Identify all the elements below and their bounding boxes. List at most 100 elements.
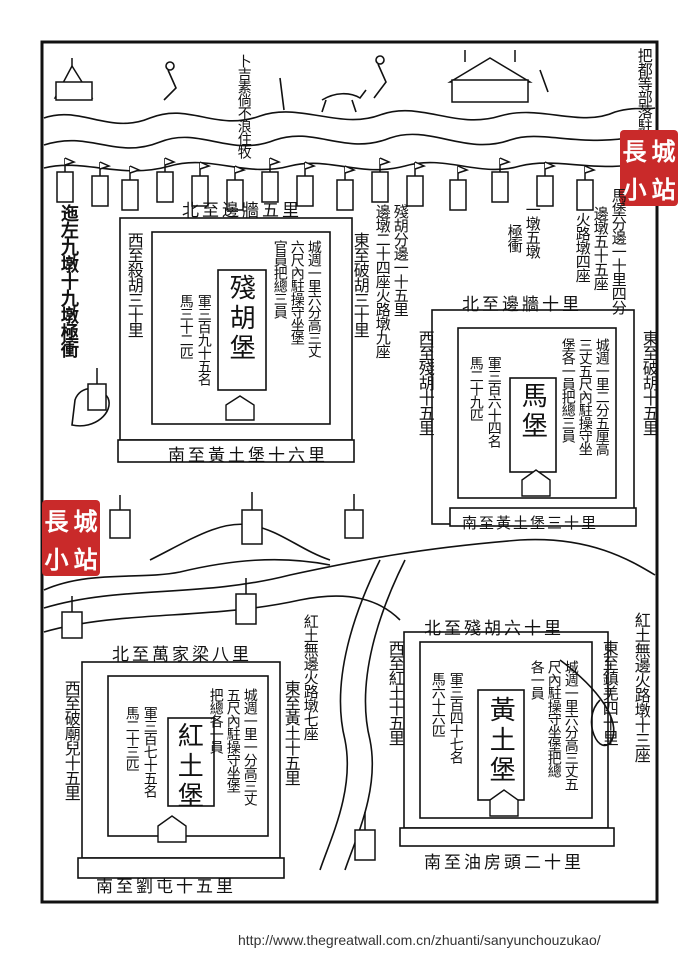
ma-north: 北至邊牆十里 — [462, 295, 582, 315]
hongtu-desc-3: 把總各一員 — [207, 688, 224, 753]
hongtu-east: 東至黃土十五里 — [281, 680, 301, 785]
huangtu-name: 黃土堡 — [485, 696, 516, 786]
ma-side-3: 火路墩四座 — [573, 212, 592, 282]
canhu-side-1: 殘胡分邊一十五里 — [391, 204, 410, 316]
hongtu-side: 紅土無邊火路墩七座 — [301, 614, 320, 740]
fort-hongtu-walls — [77, 661, 285, 879]
huangtu-troops: 軍三百四十七名 — [447, 672, 464, 763]
beacon-tower — [109, 495, 131, 539]
seal-left: 長 城 小 站 — [42, 500, 100, 576]
canhu-south: 南至黃土堡十六里 — [168, 446, 328, 466]
ma-name: 馬堡 — [517, 382, 548, 442]
ma-side-2: 邊墩五十五座 — [591, 206, 610, 290]
beacon-tower — [121, 165, 142, 211]
canhu-north: 北至邊牆五里 — [182, 201, 302, 221]
footer-url[interactable]: http://www.thegreatwall.com.cn/zhuanti/s… — [238, 932, 601, 948]
ma-one-dun-2: 極衝 — [505, 224, 524, 252]
canhu-horses: 馬三十二匹 — [177, 294, 194, 359]
ma-one-dun-1: 一墩五墩 — [523, 202, 542, 258]
seal-char: 站 — [73, 544, 98, 574]
hongtu-name: 紅土堡 — [173, 722, 204, 812]
seal-char: 站 — [651, 174, 676, 204]
ma-desc-2: 三丈五尺內駐操守坐 — [576, 338, 593, 455]
seal-char: 城 — [73, 506, 98, 536]
beacon-tower — [491, 157, 512, 203]
gate-houses — [157, 395, 551, 843]
canhu-desc-1: 城週一里六分高三丈 — [305, 240, 322, 357]
huangtu-desc-3: 各一員 — [528, 660, 545, 699]
beacon-tower — [371, 157, 392, 203]
canhu-name: 殘胡堡 — [225, 274, 256, 364]
beacon-tower — [296, 161, 317, 207]
hongtu-south: 南至劉屯十五里 — [96, 877, 236, 897]
interior-beacons — [61, 368, 376, 861]
beacon-tower — [61, 596, 83, 639]
beacon-tower — [406, 161, 427, 207]
ma-east: 東至破胡十五里 — [639, 330, 659, 435]
beacon-tower — [191, 161, 212, 207]
label-bao-tribe: 把都等部落駐牧 — [635, 48, 654, 146]
hongtu-desc-2: 五尺內駐操守坐堡 — [224, 688, 241, 792]
hongtu-horses: 馬二十三匹 — [123, 706, 140, 771]
huangtu-side: 紅土無邊火路墩十三座 — [631, 612, 651, 762]
beacon-tower — [87, 368, 107, 411]
seal-char: 小 — [622, 174, 647, 204]
canhu-west: 西至殺胡三十里 — [124, 232, 144, 337]
huangtu-south: 南至油房頭二十里 — [424, 853, 584, 873]
ma-west: 西至殘胡十五里 — [415, 330, 435, 435]
ma-desc-3: 堡各一員把總三員 — [559, 338, 576, 442]
rider-figures — [163, 55, 549, 111]
fort-canhu-walls — [117, 217, 355, 463]
huangtu-east: 東至鎮羌四十里 — [599, 640, 619, 745]
nomad-tent-right — [447, 50, 533, 103]
canhu-side-2: 邊墩二十四座火路墩九座 — [373, 204, 392, 358]
beacon-tower — [156, 157, 177, 203]
huangtu-desc-1: 城週一里六分高三丈五 — [562, 660, 579, 790]
canhu-desc-2: 六尺內駐操守坐堡 — [288, 240, 305, 344]
nomad-tent-left — [53, 58, 94, 101]
northern-hills — [43, 107, 656, 172]
canhu-desc-3: 官員把總三員 — [271, 240, 288, 318]
ma-desc-1: 城週一里二分五厘高 — [593, 338, 610, 455]
beacon-tower — [336, 165, 357, 211]
beacon-tower — [91, 161, 112, 207]
ma-horses: 馬二十九匹 — [467, 356, 484, 421]
border-beacon-towers — [56, 157, 597, 211]
seal-char: 長 — [44, 506, 69, 536]
label-zuo-jiu: 迤左九墩十九墩極衝 — [57, 204, 79, 357]
canhu-troops: 軍三百九十五名 — [195, 294, 212, 385]
ma-troops: 軍三百六十四名 — [485, 356, 502, 447]
beacon-tower — [449, 165, 470, 211]
hongtu-west: 西至破廟兒十五里 — [61, 680, 81, 800]
horse-figure — [321, 89, 367, 113]
seal-top-right: 長 城 小 站 — [620, 130, 678, 206]
label-bubu: 卜吉素倘不浪住牧 — [235, 54, 252, 158]
huangtu-desc-2: 尺內駐操守坐堡把總 — [545, 660, 562, 777]
canhu-east: 東至破胡三十里 — [350, 232, 370, 337]
hongtu-north: 北至萬家梁八里 — [112, 645, 252, 665]
hongtu-troops: 軍三百七十五名 — [141, 706, 158, 797]
beacon-tower — [261, 157, 282, 203]
beacon-tower — [56, 157, 77, 203]
huangtu-north: 北至殘胡六十里 — [424, 619, 564, 639]
beacon-tower — [354, 812, 376, 861]
beacon-tower — [241, 492, 263, 545]
seal-char: 長 — [622, 136, 647, 166]
fort-huangtu-walls — [399, 631, 615, 847]
fort-ma-walls — [431, 309, 637, 527]
beacon-tower — [536, 161, 557, 207]
river — [43, 538, 656, 871]
beacon-tower — [226, 165, 247, 211]
ma-south: 南至黃土堡三十里 — [462, 514, 599, 532]
ma-side-1: 馬堡分邊一十里四分 — [609, 188, 628, 314]
beacon-tower — [576, 165, 597, 211]
beacon-tower — [344, 494, 364, 539]
huangtu-horses: 馬六十六匹 — [429, 672, 446, 737]
map-border — [40, 40, 659, 904]
seal-char: 城 — [651, 136, 676, 166]
beacon-tower — [235, 578, 257, 625]
huangtu-west: 西至紅土十五里 — [385, 640, 405, 745]
hongtu-desc-1: 城週一里一分高三丈 — [241, 688, 258, 805]
seal-char: 小 — [44, 544, 69, 574]
